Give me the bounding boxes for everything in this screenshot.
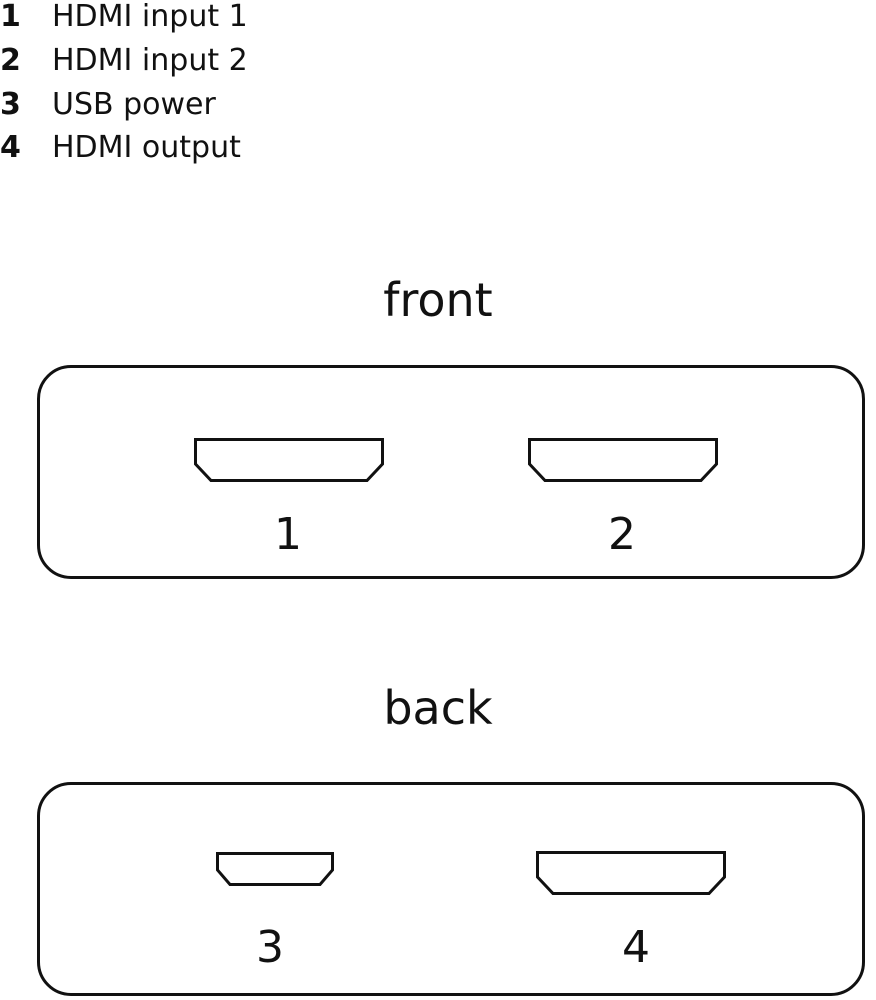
- hdmi-port-icon: [528, 438, 718, 482]
- hdmi-port-icon: [536, 851, 726, 895]
- micro-usb-port: [216, 852, 334, 886]
- legend-label: USB power: [52, 87, 216, 122]
- legend-label: HDMI input 1: [52, 0, 248, 34]
- legend-number: 1: [0, 0, 21, 34]
- hdmi-port-icon: [194, 438, 384, 482]
- hdmi-port-2: [528, 438, 718, 482]
- device-back-panel: 3 4: [37, 782, 865, 996]
- port-number-3: 3: [256, 922, 284, 973]
- legend-label: HDMI output: [52, 130, 241, 165]
- legend-number: 2: [0, 43, 21, 78]
- hdmi-port-1: [194, 438, 384, 482]
- legend-number: 4: [0, 130, 21, 165]
- device-front-panel: 1 2: [37, 365, 865, 579]
- port-number-1: 1: [274, 509, 302, 560]
- micro-usb-port-icon: [216, 852, 334, 886]
- front-title: front: [383, 273, 493, 327]
- port-number-4: 4: [622, 922, 650, 973]
- back-title: back: [383, 681, 493, 735]
- hdmi-port-output: [536, 851, 726, 895]
- port-number-2: 2: [608, 509, 636, 560]
- legend-number: 3: [0, 87, 21, 122]
- legend-label: HDMI input 2: [52, 43, 248, 78]
